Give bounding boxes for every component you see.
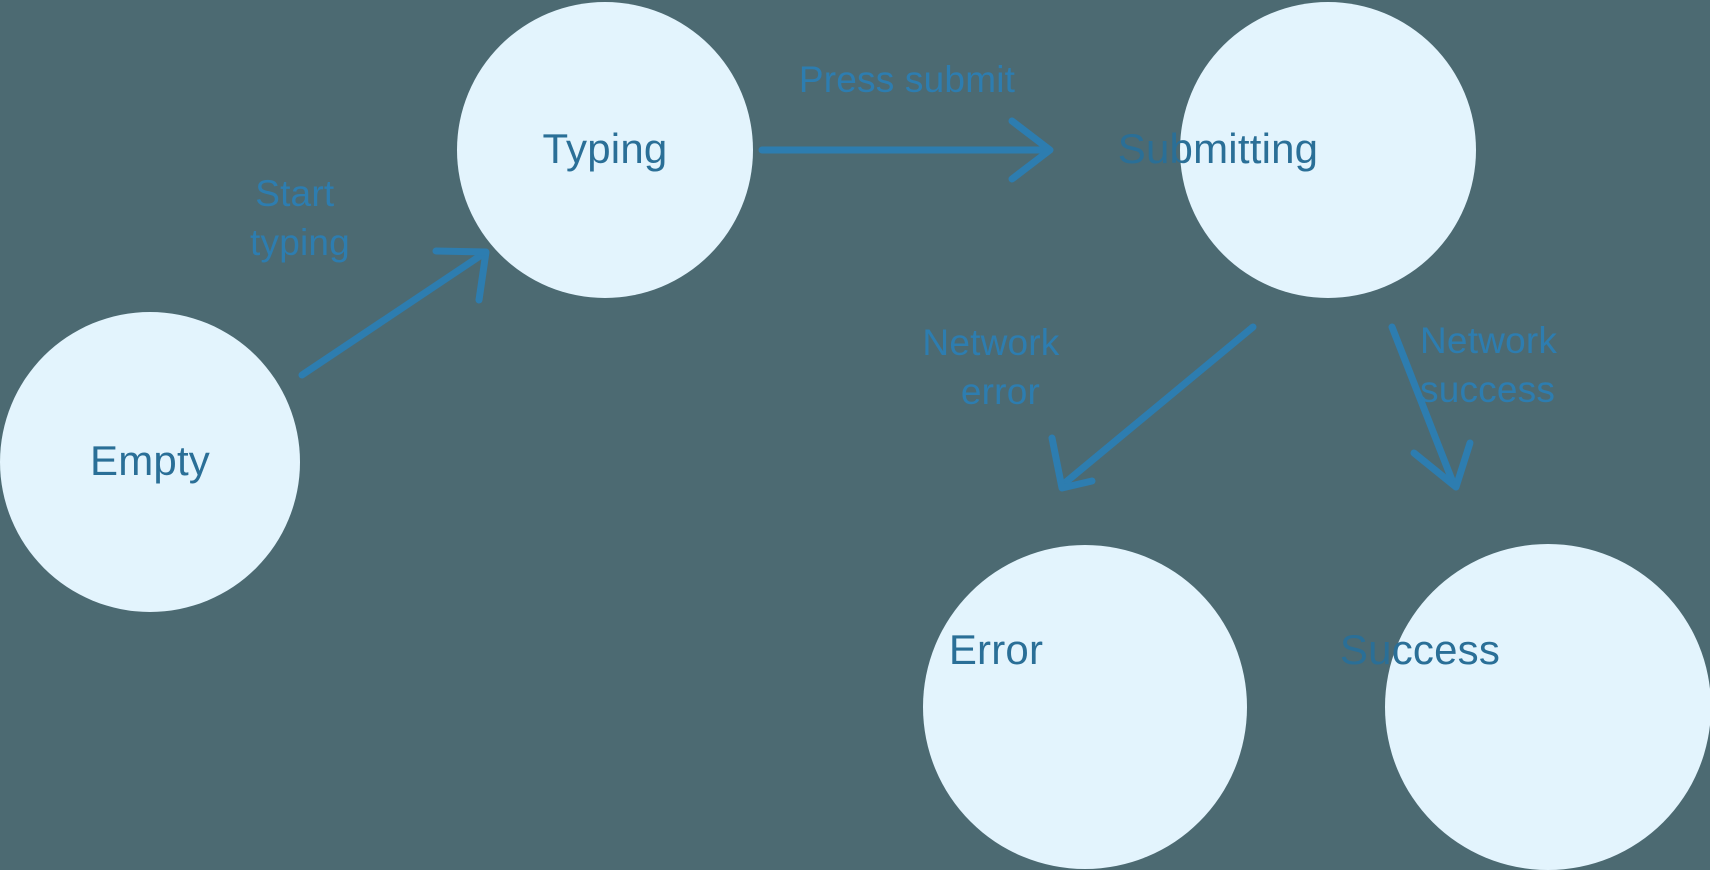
node-typing-label: Typing [543,125,668,172]
node-typing-circle[interactable] [457,2,753,298]
edge-submitting-to-error: Network error [922,322,1257,492]
arrowhead-empty-to-typing [432,247,490,304]
node-success-circle[interactable] [1385,544,1710,870]
node-submitting-label: Submitting [1118,125,1318,172]
node-submitting-circle[interactable] [1180,2,1476,298]
node-empty-circle[interactable] [0,312,300,612]
node-typing[interactable]: Typing [457,2,753,298]
edge-line-submitting-to-error [1062,323,1257,486]
node-empty-label: Empty [90,437,210,484]
node-empty[interactable]: Empty [0,312,300,612]
edge-label-submitting-to-success: Network success [1420,320,1568,410]
edge-label-line: success [1420,369,1555,410]
edge-typing-to-submitting: Press submit [758,59,1054,183]
node-error[interactable]: Error [923,545,1247,869]
edge-label-line: error [961,371,1040,412]
edge-label-line: Network [922,322,1059,363]
edge-line-submitting-to-success [1388,323,1456,484]
edge-label-line: typing [250,222,350,263]
node-error-circle[interactable] [923,545,1247,869]
edge-label-typing-to-submitting: Press submit [799,59,1016,100]
edge-label-line: Press submit [799,59,1016,100]
arrowhead-submitting-to-error [1048,434,1096,492]
node-success[interactable]: Success [1340,544,1710,870]
edge-label-empty-to-typing: Start typing [250,173,350,263]
edge-label-line: Start [255,173,335,214]
arrowhead-submitting-to-success [1410,439,1474,491]
node-error-label: Error [949,626,1043,673]
node-submitting[interactable]: Submitting [1118,2,1476,298]
edge-label-submitting-to-error: Network error [922,322,1070,412]
node-success-label: Success [1340,626,1500,673]
edge-line-empty-to-typing [298,252,484,379]
arrowhead-typing-to-submitting [1008,117,1054,183]
edge-empty-to-typing: Start typing [250,173,490,379]
edge-label-line: Network [1420,320,1557,361]
edge-submitting-to-success: Network success [1388,320,1568,491]
